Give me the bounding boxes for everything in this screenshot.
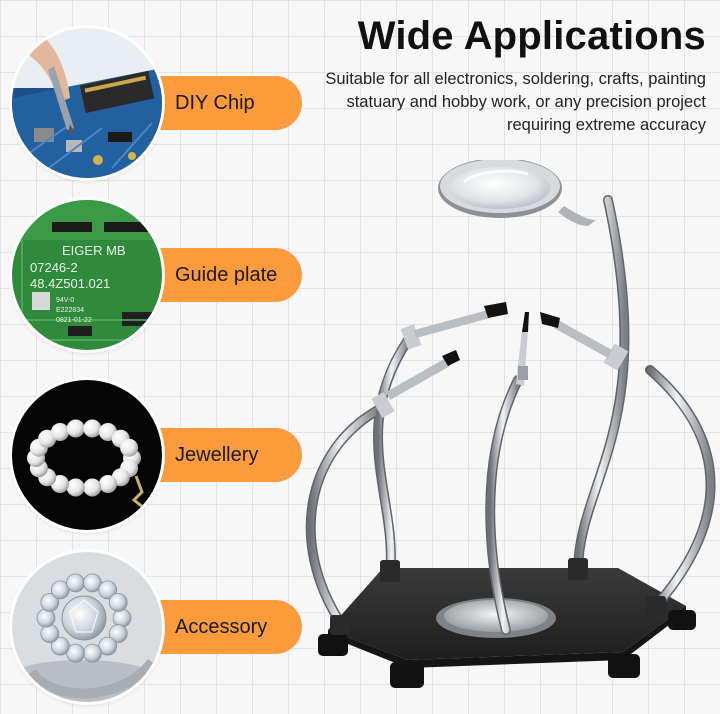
description: Suitable for all electronics, soldering,… [286, 68, 706, 137]
pearl-bead [51, 423, 69, 441]
ring-diamond [36, 608, 56, 628]
pearl-bead [83, 419, 102, 438]
board-print-text: 48.4Z501.021 [30, 276, 110, 291]
ring-diamond [83, 643, 102, 663]
pearl-bead [120, 438, 139, 457]
application-label-pill: Jewellery [137, 428, 302, 482]
rubber-foot [318, 634, 348, 656]
board-print-text: E222834 [56, 307, 84, 314]
application-diy-chip: DIY Chip [12, 28, 302, 178]
pearl-beads [27, 419, 141, 497]
board-print-text: 07246-2 [30, 260, 78, 275]
ring-diamond [40, 593, 60, 612]
ring-diamond [112, 608, 132, 628]
alligator-clip [540, 312, 629, 371]
application-label-pill: Accessory [137, 600, 302, 654]
pearl-bead [99, 475, 117, 493]
pearl-bead [66, 478, 85, 497]
ring-diamond [108, 624, 128, 643]
alligator-clip [400, 302, 508, 350]
application-label-pill: DIY Chip [137, 76, 302, 130]
ring-diamond [108, 593, 128, 612]
ring-diamond [66, 573, 85, 593]
soldering-holder [516, 312, 529, 386]
application-label: DIY Chip [175, 92, 255, 114]
application-label: Jewellery [175, 444, 259, 466]
description-line: Suitable for all electronics, soldering,… [325, 70, 706, 88]
rubber-foot [608, 654, 640, 678]
application-jewellery: Jewellery [12, 380, 302, 530]
circuit-board-chip-photo-icon [12, 28, 162, 178]
magnifying-glass-icon [438, 160, 596, 226]
ring-diamond [98, 580, 118, 600]
pearl-bracelet-photo-icon [12, 380, 162, 530]
alligator-clip [371, 350, 460, 419]
helping-hands-product-image [278, 160, 720, 710]
ring-diamond [50, 636, 70, 656]
rubber-foot [390, 662, 424, 688]
application-label: Accessory [175, 616, 268, 638]
description-line: requiring extreme accuracy [507, 116, 706, 134]
board-print-text: 94V-0 [56, 297, 74, 304]
board-print-text: 0821-01-22 [56, 317, 92, 324]
board-print-text: EIGER MB [62, 243, 126, 258]
application-label-pill: Guide plate [137, 248, 302, 302]
rubber-foot [668, 610, 696, 630]
ring-diamonds [36, 573, 132, 663]
description-line: statuary and hobby work, or any precisio… [346, 93, 706, 111]
diamond-ring-photo-icon [12, 552, 162, 702]
pearl-bead [66, 419, 85, 438]
application-guide-plate: Guide plate EIGER MB 07246-2 48.4Z501.02… [12, 200, 302, 350]
page-title: Wide Applications [357, 14, 706, 58]
application-accessory: Accessory [12, 552, 302, 702]
pearl-bead [83, 478, 102, 497]
ring-diamond [40, 624, 60, 643]
motherboard-photo-icon: EIGER MB 07246-2 48.4Z501.021 94V-0 E222… [12, 200, 162, 350]
application-label: Guide plate [175, 264, 278, 286]
